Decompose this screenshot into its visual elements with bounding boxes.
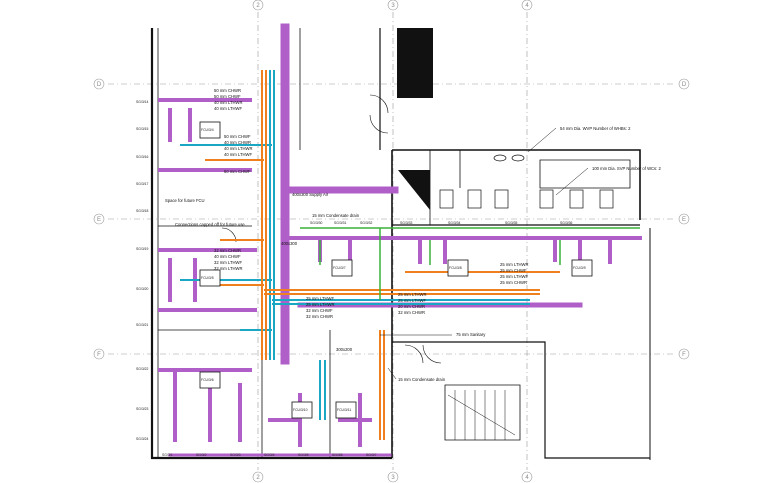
unit-tag: SG/3/6 [332, 453, 343, 457]
unit-tag: SG/3/24 [136, 437, 149, 441]
fcu-label: FCU/3/11 [337, 408, 351, 412]
unit-tag: SG/3/16 [136, 155, 149, 159]
unit-tag: SG/3/15 [136, 127, 149, 131]
pipe-label: 50 mm CHWF [224, 134, 251, 139]
pipe-label: 32 mm CHWR [306, 314, 333, 319]
unit-tags-left: SG/3/14 SG/3/15 SG/3/16 SG/3/17 SG/3/18 … [136, 100, 149, 441]
pipe-label: 25 mm LTHWR [398, 292, 427, 297]
fcu-units [199, 121, 593, 419]
pipe-label: 25 mm LTHWR [500, 262, 529, 267]
unit-tag: SG/3/1 [162, 453, 173, 457]
grid-lines [108, 12, 676, 470]
pipe-label: 20 mm CHWR [398, 304, 425, 309]
grid-col-4-bottom: 4 [525, 475, 529, 481]
unit-tag: SG/3/19 [136, 247, 149, 251]
unit-tag: SG/3/32 [360, 221, 373, 225]
fcu-label: FCU/3/8 [449, 266, 462, 270]
grid-bubble-labels: 2 3 4 2 3 4 D E F D E F [97, 3, 687, 481]
unit-tag: SG/3/34 [448, 221, 461, 225]
unit-tag: SG/3/33 [400, 221, 413, 225]
pipe-label: 25 mm LTHWF [306, 296, 335, 301]
sanitary-label: 75 mm Sanitary [456, 332, 486, 337]
unit-tag: SG/3/30 [310, 221, 323, 225]
grid-row-d-left: D [97, 82, 102, 88]
grid-row-e-left: E [97, 217, 101, 223]
duct-label: 300x200 [336, 347, 353, 352]
drain-label: 15 mm Condensate drain [398, 377, 446, 382]
unit-tag: SG/3/31 [334, 221, 347, 225]
unit-tags-bottom: SG/3/1 SG/3/2 SG/3/3 SG/3/4 SG/3/5 SG/3/… [162, 453, 377, 457]
fcu-label: FCU/3/10 [293, 408, 308, 412]
pipe-label: 25 mm LTHWR [306, 302, 335, 307]
chw-pipes [180, 70, 530, 420]
svp-label: 100 mm Dia. SVP Number of WCs: 2 [592, 166, 661, 171]
pipe-label: 40 mm LTHWR [224, 146, 253, 151]
lthw-pipes [205, 70, 560, 440]
fcu-label: FCU/3/4 [201, 128, 214, 132]
unit-tag: SG/3/3 [230, 453, 241, 457]
shaft-hatch [398, 170, 430, 210]
pipe-label: 40 mm CHWR [224, 140, 251, 145]
pipe-label: 32 mm LTHWR [214, 266, 243, 271]
unit-tag: SG/3/18 [136, 209, 149, 213]
unit-tag: SG/3/21 [136, 323, 149, 327]
fcu-label: FCU/3/7 [333, 266, 346, 270]
unit-tag: SG/3/22 [136, 367, 149, 371]
pipe-label: 25 mm LTHWF [500, 274, 529, 279]
lift-core [397, 28, 433, 98]
drain-label: 15 mm Condensate drain [312, 213, 360, 218]
pipe-label: 50 mm CHWR [214, 88, 241, 93]
grid-col-4-top: 4 [525, 3, 529, 9]
unit-tag: SG/3/14 [136, 100, 149, 104]
pipe-label: 40 mm LTHWF [224, 152, 253, 157]
grid-col-3-top: 3 [391, 3, 395, 9]
duct-label: 400x300 [281, 241, 298, 246]
note-space-future: Space for future FCU [165, 198, 205, 203]
grid-bubbles [93, 0, 690, 483]
fcu-label: FCU/3/5 [201, 276, 214, 280]
pipe-label: 25 mm CHWR [500, 280, 527, 285]
unit-tags-top: SG/3/30 SG/3/31 SG/3/32 SG/3/33 SG/3/34 … [310, 221, 573, 225]
pipe-label: 50 mm CHWF [224, 169, 251, 174]
pipe-label: 40 mm LTHWF [214, 106, 243, 111]
duct-label: 400x300 Supply Air [292, 192, 329, 197]
grid-row-f-left: F [97, 352, 101, 358]
grid-row-f-right: F [682, 352, 686, 358]
grid-col-2-top: 2 [256, 3, 260, 9]
grid-col-2-bottom: 2 [256, 475, 260, 481]
unit-tag: SG/3/20 [136, 287, 149, 291]
unit-tag: SG/3/4 [264, 453, 275, 457]
unit-tag: SG/3/17 [136, 182, 149, 186]
pipe-label: 50 mm CHWF [214, 94, 241, 99]
fcu-label: FCU/3/9 [573, 266, 586, 270]
grid-row-e-right: E [682, 217, 686, 223]
leader-lines [380, 127, 589, 380]
door-swings [221, 94, 442, 364]
note-connections-capped: Connections capped off for future use [175, 222, 245, 227]
pipe-label: 40 mm CHWF [214, 254, 241, 259]
unit-tag: SG/3/36 [560, 221, 573, 225]
fcu-labels: FCU/3/4 FCU/3/5 FCU/3/6 FCU/3/7 FCU/3/8 … [201, 128, 586, 412]
pipe-label: 32 mm LTHWF [214, 260, 243, 265]
pipe-label: 32 mm CHWR [214, 248, 241, 253]
pipe-label: 25 mm CHWF [500, 268, 527, 273]
stair [447, 390, 516, 440]
pipe-label: 32 mm CHWR [398, 310, 425, 315]
unit-tag: SG/3/7 [366, 453, 377, 457]
pipe-label: 40 mm LTHWR [214, 100, 243, 105]
wc-fixtures [439, 154, 614, 209]
fcu-label: FCU/3/6 [201, 378, 214, 382]
unit-tag: SG/3/35 [505, 221, 518, 225]
pipe-label: 25 mm LTHWF [398, 298, 427, 303]
wvp-label: 54 mm Dia. WVP Number of WHBs: 2 [560, 126, 631, 131]
grid-row-d-right: D [682, 82, 687, 88]
grid-col-3-bottom: 3 [391, 475, 395, 481]
pipe-label: 32 mm CHWF [306, 308, 333, 313]
annotations: 50 mm CHWR 50 mm CHWF 40 mm LTHWR 40 mm … [165, 88, 661, 382]
unit-tag: SG/3/5 [298, 453, 309, 457]
unit-tag: SG/3/2 [196, 453, 207, 457]
unit-tag: SG/3/23 [136, 407, 149, 411]
condensate-drains [300, 227, 640, 300]
